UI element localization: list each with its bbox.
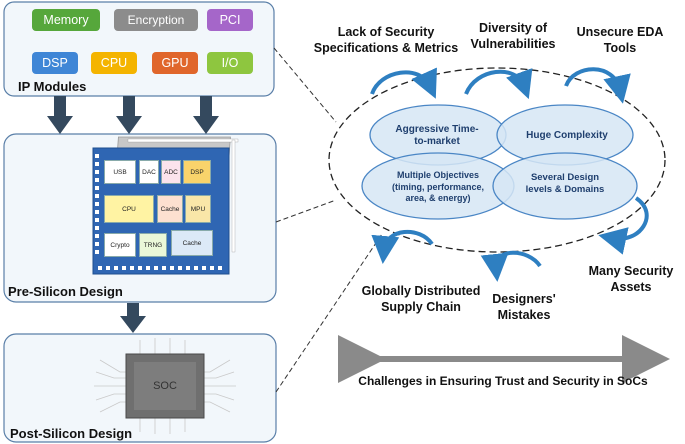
dashed-connectors	[273, 47, 383, 393]
challenge-designers-mistakes: Designers' Mistakes	[492, 292, 556, 322]
chip-block-crypto: Crypto	[104, 233, 136, 257]
challenge-boundary	[328, 67, 666, 253]
chip-pins-bottom	[98, 266, 222, 270]
chip-block-usb: USB	[104, 160, 136, 184]
challenge-security-assets: Many Security Assets	[588, 264, 674, 294]
ip-modules-title: IP Modules	[18, 79, 87, 94]
chip-block-cache-2: Cache	[171, 230, 213, 256]
presilicon-to-postsilicon-arrow	[120, 303, 146, 333]
curved-arrows	[370, 67, 649, 282]
soc-chip-label: SOC	[153, 380, 177, 392]
ip-block-encryption: Encryption	[114, 9, 198, 31]
ellipse-label-multiple-objectives: Multiple Objectives (timing, performance…	[391, 170, 484, 203]
challenge-security-specs: Lack of Security Specifications & Metric…	[313, 25, 459, 55]
ellipse-label-time-to-market: Aggressive Time- to-market	[395, 124, 479, 147]
ip-block-dsp: DSP	[32, 52, 78, 74]
ip-block-memory: Memory	[32, 9, 100, 31]
post-silicon-title: Post-Silicon Design	[10, 426, 133, 441]
inner-ellipses	[361, 104, 638, 220]
footer-title: Challenges in Ensuring Trust and Securit…	[358, 374, 648, 388]
chip-block-trng: TRNG	[139, 233, 167, 257]
soc-chip-inner	[134, 362, 196, 410]
chip-backplate-pins	[127, 138, 239, 253]
chip-pins-left	[95, 154, 99, 254]
ellipse-label-design-levels: Several Design levels & Domains	[525, 172, 605, 195]
challenge-vulnerabilities: Diversity of Vulnerabilities	[470, 21, 556, 51]
soc-traces	[94, 338, 236, 434]
chip-block-dsp: DSP	[183, 160, 211, 184]
chip-block-dac: DAC	[139, 160, 159, 184]
chip-block-cache: Cache	[157, 195, 183, 223]
pre-silicon-title: Pre-Silicon Design	[8, 284, 123, 299]
ip-block-pci: PCI	[207, 9, 253, 31]
chip-block-adc: ADC	[161, 160, 181, 184]
ip-to-presilicon-arrows	[47, 96, 219, 134]
chip-block-cpu: CPU	[104, 195, 154, 223]
ip-block-gpu: GPU	[152, 52, 198, 74]
chip-block-mpu: MPU	[185, 195, 211, 223]
ip-block-cpu: CPU	[91, 52, 137, 74]
challenge-supply-chain: Globally Distributed Supply Chain	[361, 284, 481, 314]
ip-block-io: I/O	[207, 52, 253, 74]
ellipse-label-huge-complexity: Huge Complexity	[526, 130, 608, 141]
challenge-eda-tools: Unsecure EDA Tools	[576, 25, 664, 55]
